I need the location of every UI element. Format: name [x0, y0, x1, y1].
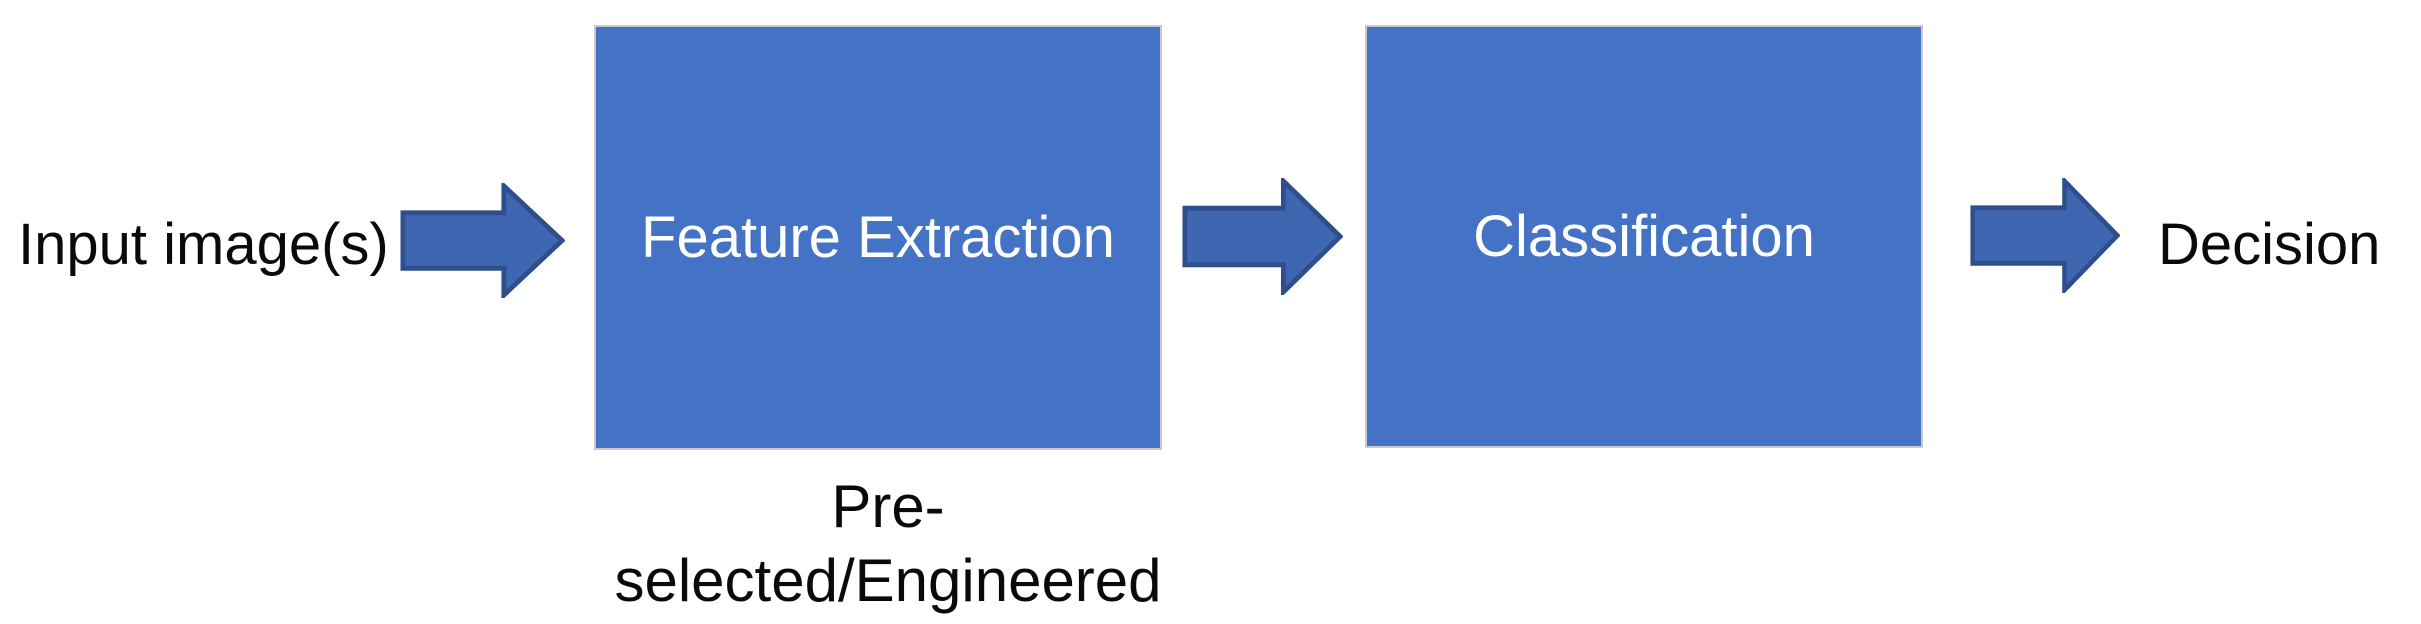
right-arrow-icon: [1182, 178, 1343, 295]
right-arrow-icon: [1970, 178, 2120, 293]
caption-line-1: Pre-selected/Engineered: [614, 473, 1162, 614]
input-images-label: Input image(s): [18, 212, 389, 277]
right-arrow-icon: [400, 183, 565, 298]
arrow-input-to-feature-extraction: [400, 183, 565, 298]
arrow-classification-to-decision: [1970, 178, 2120, 293]
arrow-feature-extraction-to-classification: [1182, 178, 1343, 295]
classification-label: Classification: [1473, 204, 1815, 269]
decision-label: Decision: [2158, 212, 2381, 277]
feature-extraction-label: Feature Extraction: [641, 205, 1115, 270]
feature-extraction-caption: Pre-selected/Engineered features: [588, 470, 1188, 624]
stage-box-feature-extraction: Feature Extraction: [594, 25, 1162, 450]
stage-box-classification: Classification: [1365, 25, 1923, 448]
caption-line-2: features: [588, 618, 1188, 624]
